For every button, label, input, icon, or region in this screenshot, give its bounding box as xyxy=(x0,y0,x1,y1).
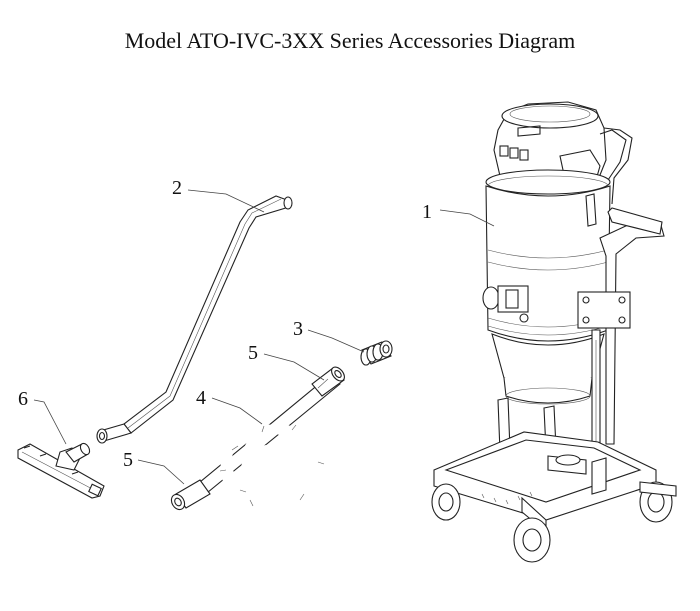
leader-line-4 xyxy=(211,397,263,425)
callout-5-upper: 5 xyxy=(248,342,258,364)
leader-line-2 xyxy=(187,189,265,213)
callout-3: 3 xyxy=(293,318,303,340)
callout-5-lower: 5 xyxy=(123,449,133,471)
leader-line-5b xyxy=(137,459,185,485)
leader-line-3 xyxy=(307,329,365,353)
vacuum-cleaner xyxy=(431,101,677,563)
floor-tool xyxy=(17,442,105,499)
bent-wand xyxy=(96,195,293,444)
callout-1: 1 xyxy=(422,201,432,223)
callout-6: 6 xyxy=(18,388,28,410)
callout-2: 2 xyxy=(172,177,182,199)
leader-line-5a xyxy=(263,353,325,381)
extension-tube-lower xyxy=(170,479,211,511)
diagram-title: Model ATO-IVC-3XX Series Accessories Dia… xyxy=(124,28,576,53)
leader-line-6 xyxy=(33,399,67,445)
callout-4: 4 xyxy=(196,387,206,409)
leader-line-1 xyxy=(439,209,495,227)
coiled-hose xyxy=(219,424,328,512)
hose-adapter xyxy=(360,340,393,366)
